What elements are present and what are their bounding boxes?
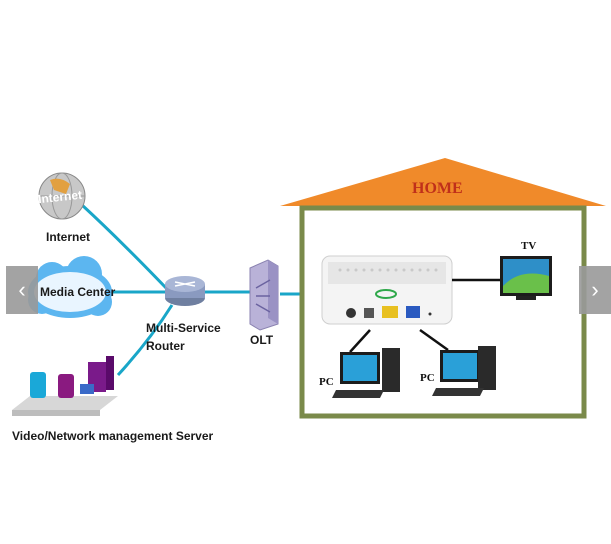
pc-left-icon (332, 348, 400, 398)
pc-right-label: PC (420, 372, 435, 384)
tv-label: TV (521, 240, 537, 252)
prev-button[interactable]: ‹ (6, 266, 38, 314)
router-label: Multi-Service Router (146, 319, 221, 355)
router-icon (165, 276, 205, 306)
olt-icon (249, 259, 279, 331)
server-label: Video/Network management Server (12, 429, 214, 443)
home-links (349, 278, 500, 353)
server-icon (12, 356, 118, 416)
next-button[interactable]: › (579, 266, 611, 314)
router-label-line2: Router (146, 339, 185, 353)
ont-device-icon (321, 255, 453, 325)
home-roof (280, 158, 606, 206)
olt-label: OLT (250, 333, 274, 347)
link-ont-pc-left (349, 329, 371, 353)
router-label-line1: Multi-Service (146, 321, 221, 335)
chevron-right-icon: › (591, 277, 599, 302)
link-server-router (116, 304, 174, 377)
pc-right-icon (432, 346, 496, 396)
link-internet-router (80, 203, 170, 292)
chevron-left-icon: ‹ (18, 277, 26, 302)
media-center-label: Media Center (40, 285, 116, 299)
globe-icon (38, 172, 86, 220)
pc-left-label: PC (319, 376, 334, 388)
internet-label: Internet (46, 230, 91, 244)
tv-icon (500, 256, 552, 300)
home-label: HOME (412, 180, 463, 197)
link-ont-pc-right (419, 328, 449, 352)
